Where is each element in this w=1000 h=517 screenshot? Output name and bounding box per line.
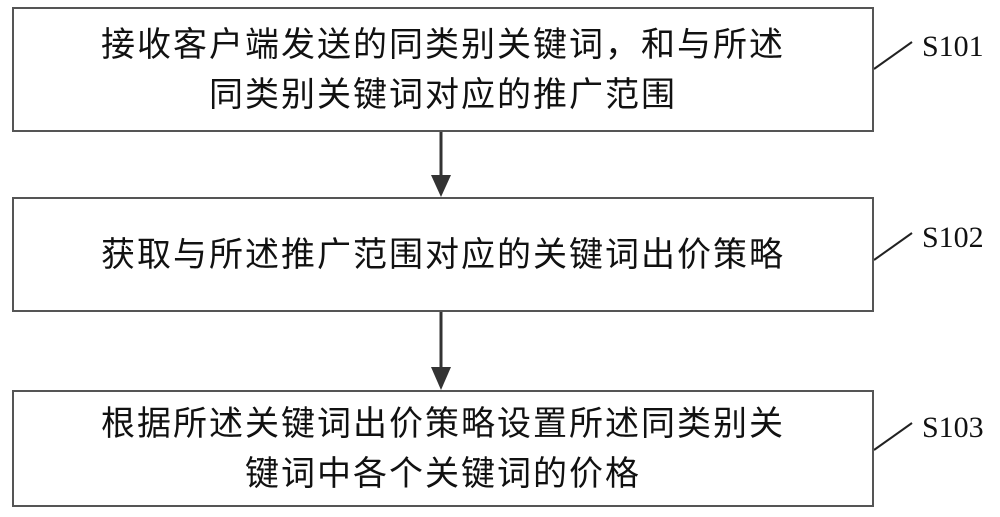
step-label-s102: S102 bbox=[922, 221, 984, 254]
step-text-line: 获取与所述推广范围对应的关键词出价策略 bbox=[101, 234, 785, 275]
step-label-s103: S103 bbox=[922, 411, 984, 444]
step-box-s102: 获取与所述推广范围对应的关键词出价策略 bbox=[12, 197, 874, 312]
step-box-s101: 接收客户端发送的同类别关键词，和与所述同类别关键词对应的推广范围 bbox=[12, 7, 874, 132]
leader-line-s102 bbox=[873, 232, 913, 261]
step-box-s103: 根据所述关键词出价策略设置所述同类别关键词中各个关键词的价格 bbox=[12, 390, 874, 507]
arrowhead-1-2 bbox=[431, 175, 451, 197]
step-label-s101: S101 bbox=[922, 30, 984, 63]
step-text-line: 接收客户端发送的同类别关键词，和与所述 bbox=[101, 24, 785, 65]
step-text-line: 根据所述关键词出价策略设置所述同类别关 bbox=[101, 403, 785, 444]
leader-line-s103 bbox=[873, 422, 913, 451]
step-text-line: 键词中各个关键词的价格 bbox=[245, 453, 641, 494]
step-text-line: 同类别关键词对应的推广范围 bbox=[209, 74, 677, 115]
arrowhead-2-3 bbox=[431, 367, 451, 390]
leader-line-s101 bbox=[873, 41, 913, 70]
